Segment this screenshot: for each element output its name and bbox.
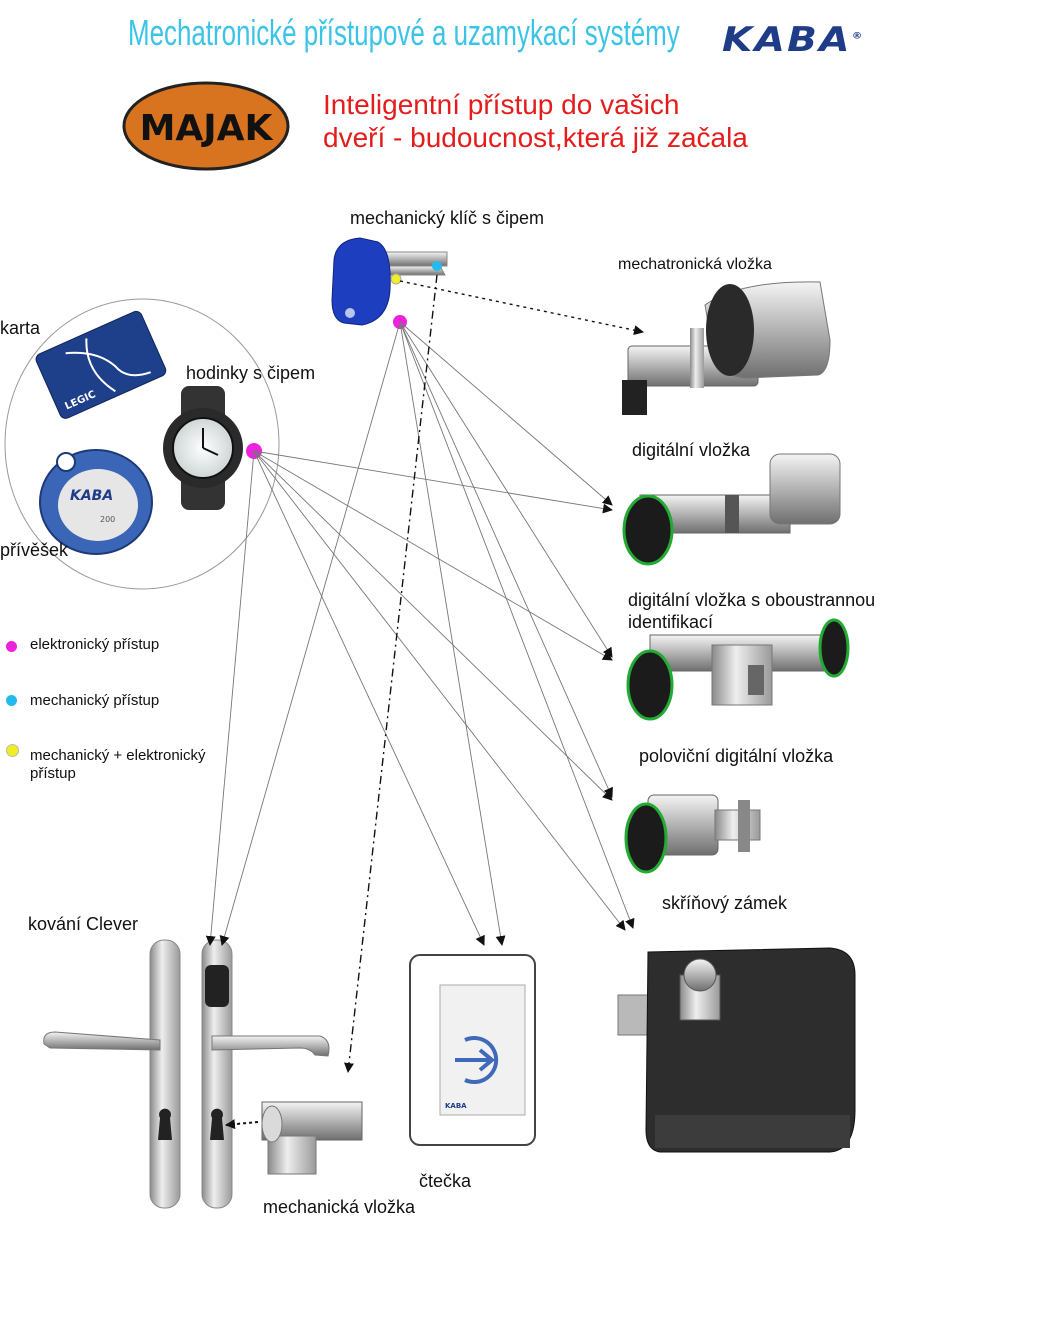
kaba-logo-text: KABA (722, 20, 852, 60)
fob-number-text: 200 (100, 515, 115, 524)
label-mechanical-cylinder: mechanická vložka (263, 1197, 416, 1217)
legend-both-line-2: přístup (30, 765, 76, 782)
chip-key-image (331, 237, 448, 326)
cylinder-to-handle-dotted (225, 1119, 259, 1130)
label-double-line-2: identifikací (628, 612, 714, 632)
box-lock-image (617, 947, 856, 1153)
digital-cylinder-image (622, 453, 841, 566)
watch-connectors (205, 450, 626, 946)
slogan-line-1: Inteligentní přístup do vašich (323, 89, 680, 120)
majak-logo: MAJAK (122, 81, 290, 171)
key-connectors (219, 321, 635, 946)
fob-kaba-text: KABA (70, 488, 113, 504)
label-mechatronic-cylinder: mechatronická vložka (618, 256, 772, 273)
page-title: Mechatronické přístupové a uzamykací sys… (128, 12, 680, 53)
label-double-line-1: digitální vložka s oboustrannou (628, 590, 876, 610)
key-to-mechanical-dashdot (344, 274, 438, 1073)
key-to-mechatronic-dotted (399, 280, 644, 336)
legend-mechanical-label: mechanický přístup (30, 692, 160, 709)
label-card: karta (0, 318, 41, 338)
majak-logo-text: MAJAK (140, 108, 274, 149)
label-double-digital-cylinder: digitální vložka s oboustrannou identifi… (628, 589, 875, 633)
mechatronic-cylinder-image (622, 281, 831, 415)
label-fob: přívěšek (0, 540, 69, 560)
label-watch: hodinky s čipem (186, 363, 316, 383)
half-digital-cylinder-image (624, 794, 761, 874)
label-box-lock: skříňový zámek (662, 893, 788, 913)
label-half-digital-cylinder: poloviční digitální vložka (639, 746, 834, 766)
card-image: LEGIC (35, 310, 167, 419)
label-digital-cylinder: digitální vložka (632, 440, 751, 460)
legend-mechanical-dot (6, 695, 17, 706)
reader-image: KABA (409, 954, 536, 1146)
label-reader: čtečka (419, 1171, 472, 1191)
slogan-line-2: dveří - budoucnost,která již začala (323, 122, 748, 153)
legend-both-line-1: mechanický + elektronický (30, 747, 206, 764)
legend-both-label: mechanický + elektronický přístup (30, 747, 206, 783)
watch-image (163, 386, 243, 510)
handle-set-image (43, 939, 330, 1209)
label-chip-key: mechanický klíč s čipem (350, 208, 545, 228)
kaba-trademark: ® (851, 31, 865, 42)
fob-image: KABA 200 (39, 449, 153, 555)
slogan: Inteligentní přístup do vašich dveří - b… (323, 88, 748, 154)
legend-electronic-label: elektronický přístup (30, 636, 160, 653)
key-chip-dot-yellow (390, 273, 402, 285)
legend-both-dot (6, 744, 19, 757)
reader-kaba-text: KABA (445, 1102, 467, 1110)
double-digital-cylinder-image (626, 618, 850, 721)
legend-electronic-dot (6, 641, 17, 652)
key-mech-dot-blue (432, 261, 442, 271)
media-group-outline (4, 298, 280, 590)
mechanical-cylinder-image (261, 1101, 363, 1175)
kaba-logo: KABA® (722, 20, 864, 60)
label-handle-set: kování Clever (28, 914, 139, 934)
